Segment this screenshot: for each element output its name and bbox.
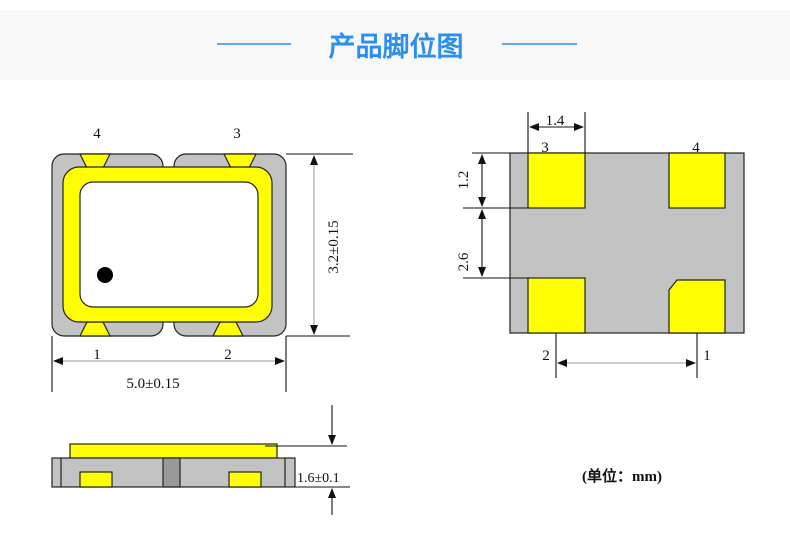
side-pad-right	[228, 471, 262, 488]
lid	[79, 181, 259, 308]
pad-1	[668, 279, 726, 334]
pad-height-dimension: 1.2	[456, 171, 472, 190]
pin-label-4: 4	[93, 126, 101, 142]
pad-layout-view: 3 4 2 1 1.4 1.2 2.6	[456, 112, 745, 378]
pad-label-3: 3	[541, 140, 549, 156]
pad-label-1: 1	[703, 348, 711, 364]
top-view: 4 3 1 2 3.2±0.15 5.0±0.15	[51, 126, 353, 392]
side-view: 1.6±0.1	[51, 405, 350, 515]
pad-4	[668, 152, 726, 209]
pin-label-1: 1	[93, 347, 101, 363]
width-dimension: 5.0±0.15	[126, 376, 179, 392]
pin-label-2: 2	[224, 347, 232, 363]
header-banner: 产品脚位图	[0, 10, 790, 80]
pad-width-dimension: 1.4	[546, 113, 565, 129]
side-pad-left	[79, 471, 113, 488]
thickness-dimension: 1.6±0.1	[297, 471, 340, 486]
lid-side	[69, 443, 278, 459]
pin1-marker-dot	[97, 267, 113, 283]
pad-label-4: 4	[692, 140, 700, 156]
height-dimension: 3.2±0.15	[326, 220, 342, 273]
pin-label-3: 3	[233, 126, 241, 142]
pad-label-2: 2	[542, 348, 550, 364]
pad-2	[527, 277, 586, 334]
unit-note: (单位：mm)	[582, 467, 662, 485]
pad-3	[527, 152, 586, 209]
page-title: 产品脚位图	[329, 31, 464, 63]
pad-gap-dimension: 2.6	[456, 252, 472, 271]
